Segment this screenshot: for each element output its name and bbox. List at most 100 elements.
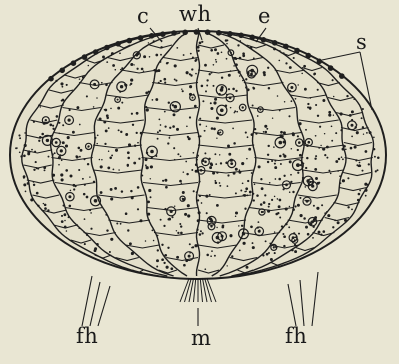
granule: [254, 128, 256, 130]
granule: [271, 160, 273, 162]
granule: [272, 117, 273, 118]
tubercle-boss: [258, 230, 261, 233]
granule: [210, 102, 212, 104]
granule: [251, 172, 253, 174]
granule: [331, 125, 333, 127]
granule: [324, 212, 326, 214]
granule: [315, 135, 317, 137]
label-pointer-line: [312, 272, 318, 326]
granule: [153, 69, 155, 71]
granule: [226, 43, 228, 45]
granule: [206, 254, 209, 257]
granule: [160, 80, 162, 82]
tubercle-boss: [296, 163, 300, 167]
tubercle-boss: [188, 255, 191, 258]
granule: [137, 208, 139, 210]
granule: [155, 54, 158, 57]
granule: [248, 148, 251, 151]
granule: [49, 124, 52, 127]
granule: [299, 122, 302, 125]
granule: [115, 69, 117, 71]
granule: [274, 163, 276, 165]
granule: [263, 131, 265, 133]
granule: [210, 49, 213, 52]
granule: [169, 135, 170, 136]
granule: [274, 166, 277, 169]
granule: [226, 58, 228, 60]
granule: [267, 67, 269, 69]
tubercle-boss: [68, 119, 71, 122]
granule: [97, 134, 99, 136]
granule: [106, 61, 108, 63]
granule: [359, 190, 361, 192]
granule: [304, 88, 307, 91]
granule: [235, 192, 237, 194]
granule: [228, 74, 231, 77]
granule: [310, 97, 312, 99]
granule: [136, 112, 139, 115]
granule: [82, 178, 84, 180]
tubercle-boss: [298, 141, 301, 144]
granule: [255, 133, 257, 135]
granule: [328, 114, 331, 117]
granule: [206, 212, 208, 214]
granule: [215, 182, 218, 185]
granule: [215, 59, 217, 61]
granule: [267, 154, 269, 156]
granule: [213, 101, 216, 104]
granule: [222, 225, 225, 228]
granule: [187, 214, 190, 217]
granule: [116, 222, 118, 224]
granule: [266, 253, 269, 256]
granule: [274, 231, 275, 232]
granule: [349, 114, 352, 117]
granule: [226, 39, 228, 41]
granule: [196, 159, 198, 161]
spine-stub: [306, 53, 312, 59]
granule: [294, 244, 296, 246]
granule: [260, 178, 262, 180]
granule: [139, 219, 142, 222]
granule: [110, 197, 113, 200]
granule: [318, 182, 320, 184]
granule: [236, 111, 238, 113]
granule: [190, 53, 192, 55]
granule: [125, 212, 128, 215]
granule: [94, 137, 96, 139]
spine-stub: [104, 45, 110, 51]
tubercle-boss: [220, 88, 224, 92]
granule: [189, 73, 191, 75]
spine-stub: [149, 33, 155, 39]
granule: [297, 149, 299, 151]
granule: [209, 166, 212, 169]
granule: [355, 159, 357, 161]
granule: [341, 156, 343, 158]
granule: [80, 149, 83, 152]
granule: [303, 65, 306, 68]
granule: [358, 193, 361, 196]
granule: [136, 68, 138, 70]
granule: [228, 88, 230, 90]
granule: [309, 107, 312, 110]
granule: [19, 137, 21, 139]
granule: [62, 141, 65, 144]
granule: [289, 66, 292, 69]
granule: [320, 145, 321, 146]
granule: [180, 225, 182, 227]
tubercle-boss: [45, 119, 47, 121]
granule: [58, 156, 61, 159]
spine-stub: [127, 38, 133, 44]
granule: [330, 173, 332, 175]
granule: [94, 247, 97, 250]
granule: [131, 196, 134, 199]
granule: [228, 153, 231, 156]
granule: [131, 113, 133, 115]
granule: [344, 219, 347, 222]
granule: [189, 85, 192, 88]
granule: [277, 198, 279, 200]
granule: [234, 110, 236, 112]
granule: [274, 196, 276, 198]
granule: [235, 211, 238, 214]
granule: [176, 230, 177, 231]
